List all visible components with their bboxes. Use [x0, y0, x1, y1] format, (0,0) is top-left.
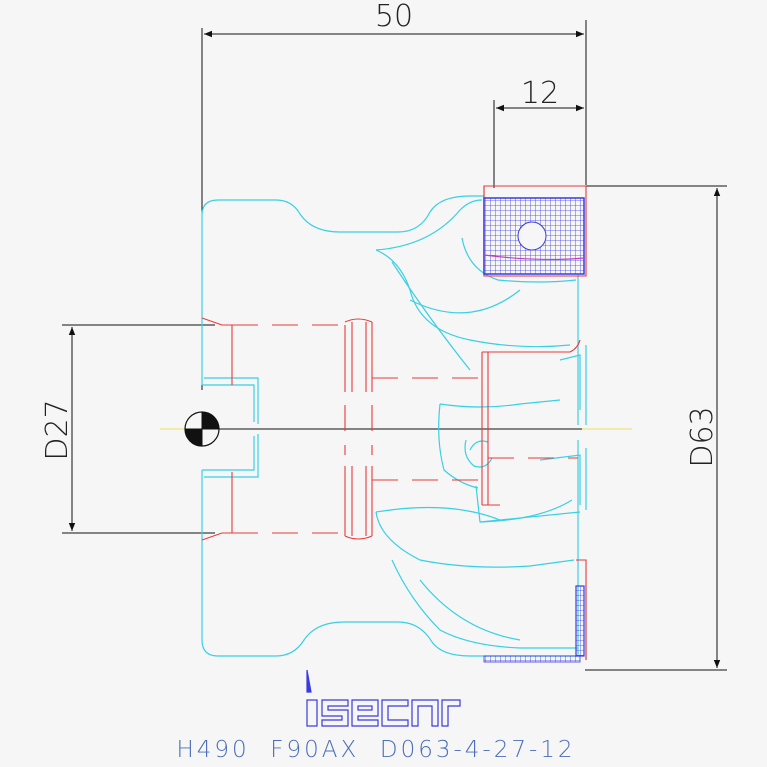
- dim-label-50: 50: [375, 0, 413, 34]
- hidden-lines: [201, 185, 587, 660]
- dimension-insert-width: 12: [493, 76, 584, 188]
- insert-bottom-edge: [483, 585, 585, 663]
- cutter-body-outline: [201, 195, 587, 660]
- dimension-cutting-diameter: D63: [585, 185, 727, 671]
- center-of-gravity-symbol: [184, 411, 220, 447]
- dimension-overall-length: 50: [201, 0, 587, 390]
- dim-label-d63: D63: [685, 406, 720, 467]
- brand-logo: iscar: [0, 0, 461, 727]
- insert-top: [483, 197, 585, 275]
- dimension-bore-diameter: D27: [40, 324, 215, 534]
- part-designation: H490 F90AX D063-4-27-12: [176, 737, 575, 763]
- brand-name: iscar: [0, 0, 3, 1]
- dim-label-d27: D27: [40, 399, 75, 460]
- dim-label-12: 12: [521, 76, 559, 111]
- insert-screw-hole: [517, 221, 547, 251]
